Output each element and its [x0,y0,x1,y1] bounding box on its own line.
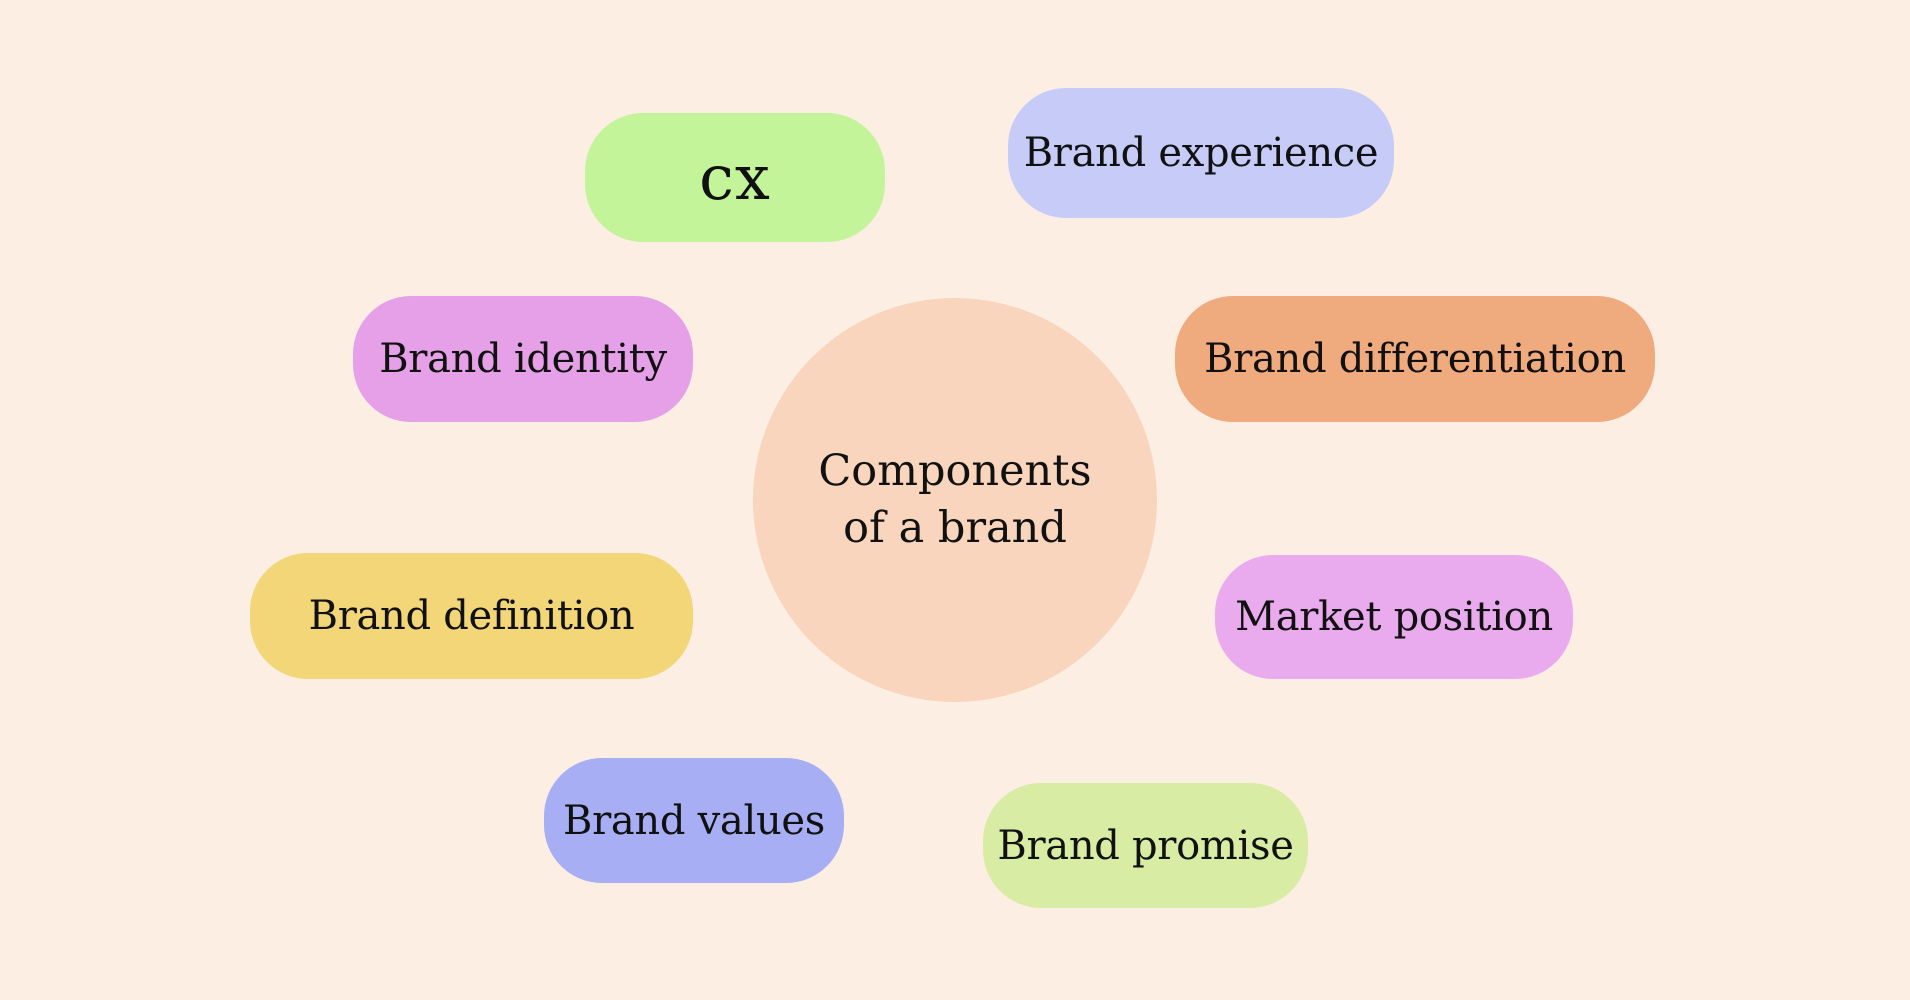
node-cx: cx [585,113,885,242]
node-label: cx [699,141,771,214]
node-label: Brand identity [379,336,667,382]
center-node-title-line: Components [818,446,1092,497]
node-label: Brand promise [997,822,1294,869]
node-brand-values: Brand values [544,758,844,883]
node-market-position: Market position [1215,555,1573,679]
node-brand-promise: Brand promise [983,783,1308,908]
node-brand-differentiation: Brand differentiation [1175,296,1655,422]
node-label: Brand values [562,797,826,844]
node-label: Brand definition [308,593,635,639]
node-label: Brand differentiation [1204,336,1626,382]
center-node-components-of-a-brand: Components of a brand [753,298,1157,702]
node-label: Market position [1235,594,1553,640]
node-brand-experience: Brand experience [1008,88,1394,218]
node-brand-identity: Brand identity [353,296,693,422]
center-node-title-line: of a brand [843,503,1067,553]
node-label: Brand experience [1023,130,1379,176]
node-brand-definition: Brand definition [250,553,693,679]
